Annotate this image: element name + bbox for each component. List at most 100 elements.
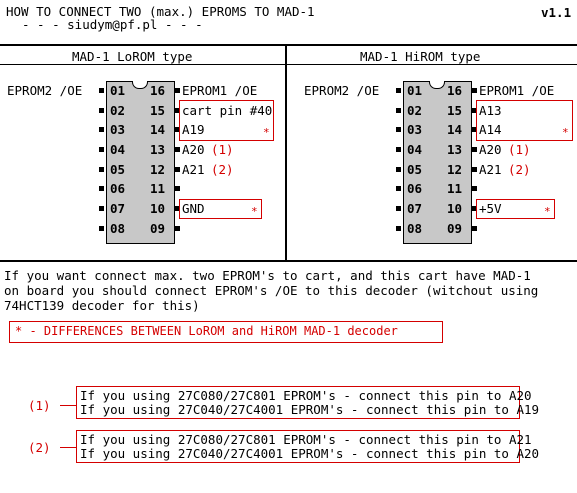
- hirom-pin-07: [396, 206, 401, 211]
- hirom-diff-box-bottom: [476, 199, 555, 219]
- lorom-pin12-note: A21: [182, 162, 205, 177]
- hirom-num-12: 12: [447, 162, 463, 177]
- lorom-pin-16: [175, 88, 180, 93]
- hirom-pin13-ref: (1): [508, 142, 531, 157]
- bottom-divider: [0, 260, 577, 262]
- hirom-num-05: 05: [407, 162, 423, 177]
- hirom-eprom2-label: EPROM2 /OE: [304, 83, 380, 98]
- version-label: v1.1: [541, 5, 572, 20]
- note-1-box: [76, 386, 520, 419]
- lorom-pin13-ref: (1): [211, 142, 234, 157]
- note-2-line-1: If you using 27C080/27C801 EPROM's - con…: [80, 432, 532, 447]
- hirom-num-07: 07: [407, 201, 423, 216]
- hirom-pin12-note: A21: [479, 162, 502, 177]
- top-divider: [0, 44, 577, 46]
- hirom-pin-11: [472, 186, 477, 191]
- lorom-pin10-note: GND: [182, 201, 205, 216]
- lorom-pin-12: [175, 167, 180, 172]
- hirom-pin-03: [396, 127, 401, 132]
- lorom-num-04: 04: [110, 142, 126, 157]
- lorom-eprom2-label: EPROM2 /OE: [7, 83, 83, 98]
- lorom-chip-body: [106, 81, 175, 244]
- lorom-diff-box-top: [179, 100, 274, 141]
- hirom-num-02: 02: [407, 103, 423, 118]
- hirom-num-08: 08: [407, 221, 423, 236]
- lorom-pin-05: [99, 167, 104, 172]
- hirom-num-06: 06: [407, 181, 423, 196]
- lorom-pin-09: [175, 226, 180, 231]
- hirom-num-10: 10: [447, 201, 463, 216]
- lorom-diff-star-bottom: *: [251, 205, 258, 218]
- lorom-num-05: 05: [110, 162, 126, 177]
- hirom-pin-13: [472, 147, 477, 152]
- note-1-ref: (1): [28, 398, 51, 413]
- hirom-pin-08: [396, 226, 401, 231]
- lorom-pin-11: [175, 186, 180, 191]
- lorom-pin-03: [99, 127, 104, 132]
- lorom-panel-title: MAD-1 LoROM type: [72, 49, 193, 64]
- lorom-num-02: 02: [110, 103, 126, 118]
- differences-note-box: [9, 321, 443, 343]
- lorom-pin-14: [175, 127, 180, 132]
- author-line: - - - siudym@pf.pl - - -: [22, 17, 203, 32]
- page-title: HOW TO CONNECT TWO (max.) EPROMS TO MAD-…: [6, 4, 315, 19]
- hirom-num-14: 14: [447, 122, 463, 137]
- hirom-diff-star-top: *: [562, 126, 569, 139]
- hirom-pin-05: [396, 167, 401, 172]
- hirom-pin-10: [472, 206, 477, 211]
- hirom-pin10-note: +5V: [479, 201, 502, 216]
- lorom-num-07: 07: [110, 201, 126, 216]
- lorom-num-16: 16: [150, 83, 166, 98]
- hirom-diff-box-top: [476, 100, 573, 141]
- lorom-pin-08: [99, 226, 104, 231]
- hirom-num-03: 03: [407, 122, 423, 137]
- hirom-num-09: 09: [447, 221, 463, 236]
- hirom-pin-01: [396, 88, 401, 93]
- hirom-pin-04: [396, 147, 401, 152]
- lorom-num-11: 11: [150, 181, 166, 196]
- hirom-num-01: 01: [407, 83, 423, 98]
- center-divider: [285, 44, 287, 262]
- lorom-diff-box-bottom: [179, 199, 262, 219]
- hirom-pin13-note: A20: [479, 142, 502, 157]
- lorom-pin-10: [175, 206, 180, 211]
- differences-note: * - DIFFERENCES BETWEEN LoROM and HiROM …: [15, 324, 398, 338]
- lorom-pin-04: [99, 147, 104, 152]
- lorom-num-06: 06: [110, 181, 126, 196]
- hirom-num-15: 15: [447, 103, 463, 118]
- lorom-num-15: 15: [150, 103, 166, 118]
- lorom-num-12: 12: [150, 162, 166, 177]
- lorom-pin12-ref: (2): [211, 162, 234, 177]
- lorom-pin-15: [175, 108, 180, 113]
- lorom-num-13: 13: [150, 142, 166, 157]
- lorom-num-08: 08: [110, 221, 126, 236]
- hirom-pin14-note: A14: [479, 122, 502, 137]
- lorom-pin-01: [99, 88, 104, 93]
- hirom-pin-15: [472, 108, 477, 113]
- hirom-pin-09: [472, 226, 477, 231]
- lorom-pin14-note: A19: [182, 122, 205, 137]
- note-1-line-1: If you using 27C080/27C801 EPROM's - con…: [80, 388, 532, 403]
- lorom-pin13-note: A20: [182, 142, 205, 157]
- lorom-num-01: 01: [110, 83, 126, 98]
- hirom-pin-12: [472, 167, 477, 172]
- lorom-num-10: 10: [150, 201, 166, 216]
- note-1-connector: [60, 405, 77, 406]
- note-2-line-2: If you using 27C040/27C4001 EPROM's - co…: [80, 446, 540, 461]
- hirom-panel-title: MAD-1 HiROM type: [360, 49, 481, 64]
- hirom-num-11: 11: [447, 181, 463, 196]
- lorom-pin-06: [99, 186, 104, 191]
- lorom-num-14: 14: [150, 122, 166, 137]
- lorom-pin-13: [175, 147, 180, 152]
- lorom-diff-star-top: *: [263, 126, 270, 139]
- hirom-chip-body: [403, 81, 472, 244]
- hirom-pin-02: [396, 108, 401, 113]
- note-2-box: [76, 430, 520, 463]
- hirom-num-04: 04: [407, 142, 423, 157]
- lorom-pin-07: [99, 206, 104, 211]
- hirom-pin-14: [472, 127, 477, 132]
- note-2-connector: [60, 447, 77, 448]
- hirom-eprom1-label: EPROM1 /OE: [479, 83, 555, 98]
- hirom-pin-06: [396, 186, 401, 191]
- hirom-num-16: 16: [447, 83, 463, 98]
